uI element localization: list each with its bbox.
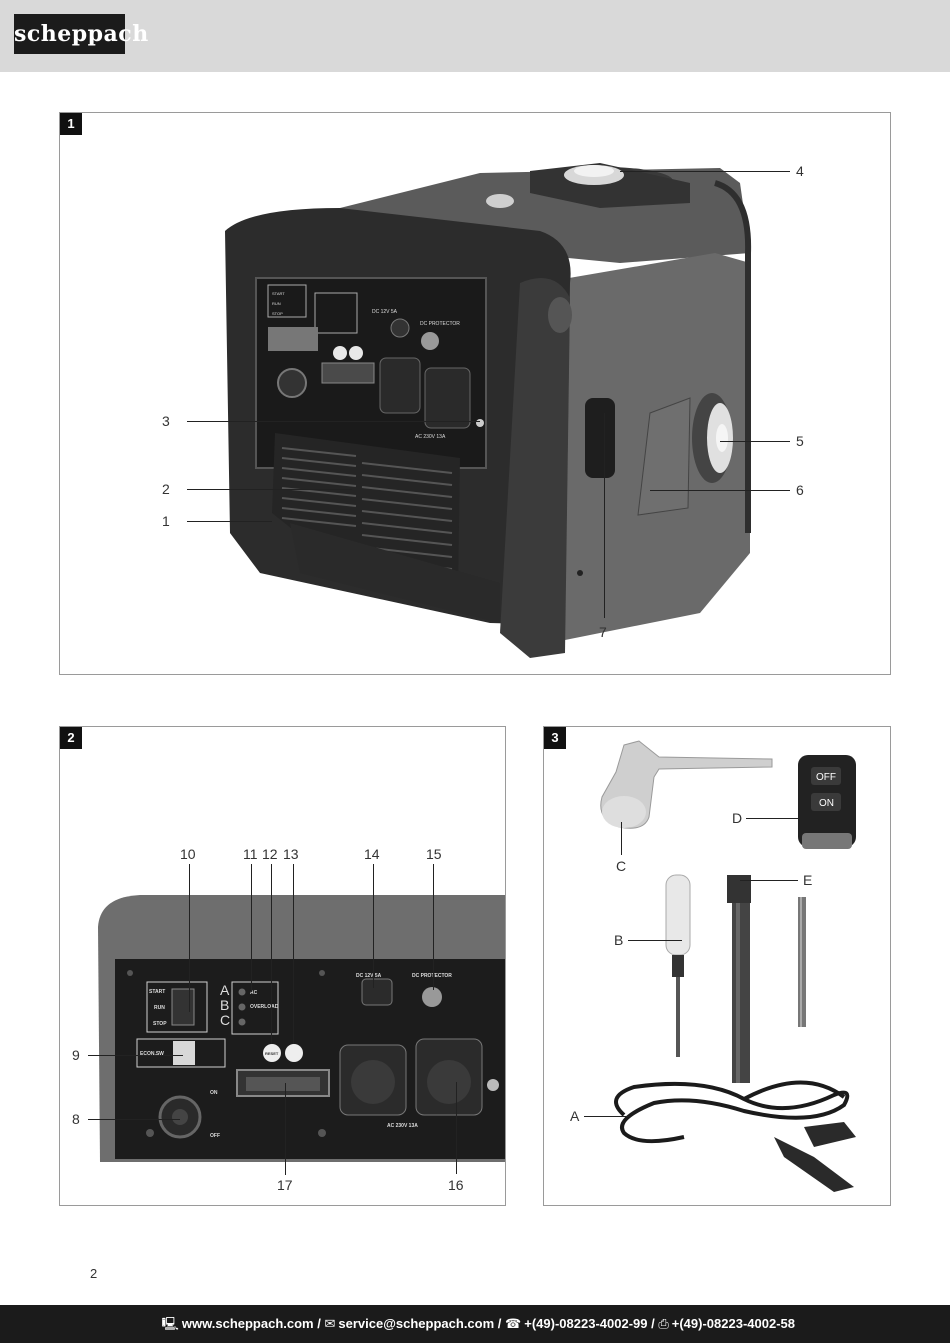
callout-label-a: A [570, 1108, 580, 1124]
dc-label: DC 12V 5A [372, 309, 398, 315]
reset-label: RESET [265, 1051, 279, 1056]
leader-line [456, 1082, 457, 1174]
generator-illustration: DC 12V 5A DC PROTECTOR AC 230V 13A START… [225, 163, 752, 658]
callout-label-6: 6 [796, 482, 804, 498]
callout-label-12: 12 [262, 846, 278, 862]
callout-label-c: C [616, 858, 627, 874]
switch-run-label: RUN [272, 301, 281, 306]
callout-label-4: 4 [796, 163, 804, 179]
phone-icon: ☎ [505, 1316, 522, 1331]
ac-indicator-label: AC [250, 990, 258, 996]
leader-line [746, 818, 804, 819]
footer-contact-bar: 🖳www.scheppach.com / ✉service@scheppach.… [0, 1305, 950, 1343]
choke-off-label: OFF [210, 1133, 220, 1139]
dc-label: DC 12V 5A [356, 973, 382, 979]
leader-line [187, 521, 272, 522]
figure-number: 2 [60, 727, 82, 749]
footer-separator: / [317, 1316, 321, 1331]
figure-3-panel: 3 OFF ON A B C D E [543, 726, 891, 1206]
indicator-letter-a: A [220, 982, 230, 998]
leader-line [604, 413, 605, 618]
callout-label-15: 15 [426, 846, 442, 862]
callout-label-14: 14 [364, 846, 380, 862]
dc-protector-label: DC PROTECTOR [412, 973, 452, 979]
header-bar: scheppach [0, 0, 950, 72]
ac-socket-label: AC 230V 13A [415, 434, 446, 440]
footer-website[interactable]: www.scheppach.com [181, 1316, 314, 1331]
figure-2-panel: 2 ST [59, 726, 506, 1206]
fax-icon: ⎙ [658, 1316, 669, 1331]
remote-on-button-label: ON [819, 798, 834, 809]
leader-line [88, 1055, 183, 1056]
leader-line [187, 489, 352, 490]
leader-line [88, 1119, 180, 1120]
overload-indicator-label: OVERLOAD [250, 1004, 279, 1010]
footer-separator: / [497, 1316, 502, 1331]
callout-label-3: 3 [162, 413, 170, 429]
footer-phone[interactable]: +(49)-08223-4002-99 [524, 1316, 648, 1331]
figure-1-panel: 1 DC 12V 5A DC PROTECTOR [59, 112, 891, 675]
leader-line [285, 1083, 286, 1175]
leader-line [293, 864, 294, 1044]
figure-number: 3 [544, 727, 566, 749]
callout-label-17: 17 [277, 1177, 293, 1193]
footer-email[interactable]: service@scheppach.com [338, 1316, 495, 1331]
figure-number: 1 [60, 113, 82, 135]
footer-separator: / [651, 1316, 655, 1331]
callout-label-e: E [803, 872, 813, 888]
computer-icon: 🖳 [161, 1316, 179, 1331]
leader-line [189, 864, 190, 1012]
leader-line [621, 822, 622, 855]
leader-line [251, 864, 252, 992]
scheppach-logo: scheppach [14, 14, 148, 54]
callout-label-2: 2 [162, 481, 170, 497]
leader-line [433, 864, 434, 990]
start-label: START [149, 989, 165, 995]
leader-line [584, 1116, 630, 1117]
email-icon: ✉ [324, 1316, 336, 1331]
switch-stop-label: STOP [272, 311, 283, 316]
switch-start-label: START [272, 291, 285, 296]
callout-label-11: 11 [243, 846, 258, 862]
callout-label-1: 1 [162, 513, 170, 529]
callout-label-10: 10 [180, 846, 196, 862]
leader-line [628, 940, 682, 941]
callout-label-16: 16 [448, 1177, 464, 1193]
leader-line [620, 171, 790, 172]
callout-label-b: B [614, 932, 624, 948]
remote-off-button-label: OFF [816, 772, 836, 783]
choke-on-label: ON [210, 1090, 218, 1096]
leader-line [271, 864, 272, 1044]
callout-label-13: 13 [283, 846, 299, 862]
page-number: 2 [90, 1266, 98, 1281]
run-label: RUN [154, 1005, 165, 1011]
callout-label-5: 5 [796, 433, 804, 449]
leader-line [650, 490, 790, 491]
footer-fax: +(49)-08223-4002-58 [671, 1316, 795, 1331]
leader-line [187, 421, 480, 422]
indicator-letter-b: B [220, 997, 229, 1013]
leader-line [373, 864, 374, 988]
callout-label-d: D [732, 810, 743, 826]
control-panel-illustration: START RUN STOP ECON.SW AC OVERLOAD DC 12… [98, 895, 505, 1162]
leader-line [740, 880, 798, 881]
callout-label-9: 9 [72, 1047, 80, 1063]
callout-label-7: 7 [599, 624, 607, 640]
stop-label: STOP [153, 1021, 167, 1027]
leader-line [720, 441, 790, 442]
dc-protector-label: DC PROTECTOR [420, 321, 460, 327]
accessories-illustration: OFF ON [600, 740, 856, 1192]
econ-label: ECON.SW [140, 1051, 164, 1057]
callout-label-8: 8 [72, 1111, 80, 1127]
indicator-letter-c: C [220, 1012, 230, 1028]
ac-socket-label: AC 230V 13A [387, 1123, 418, 1129]
